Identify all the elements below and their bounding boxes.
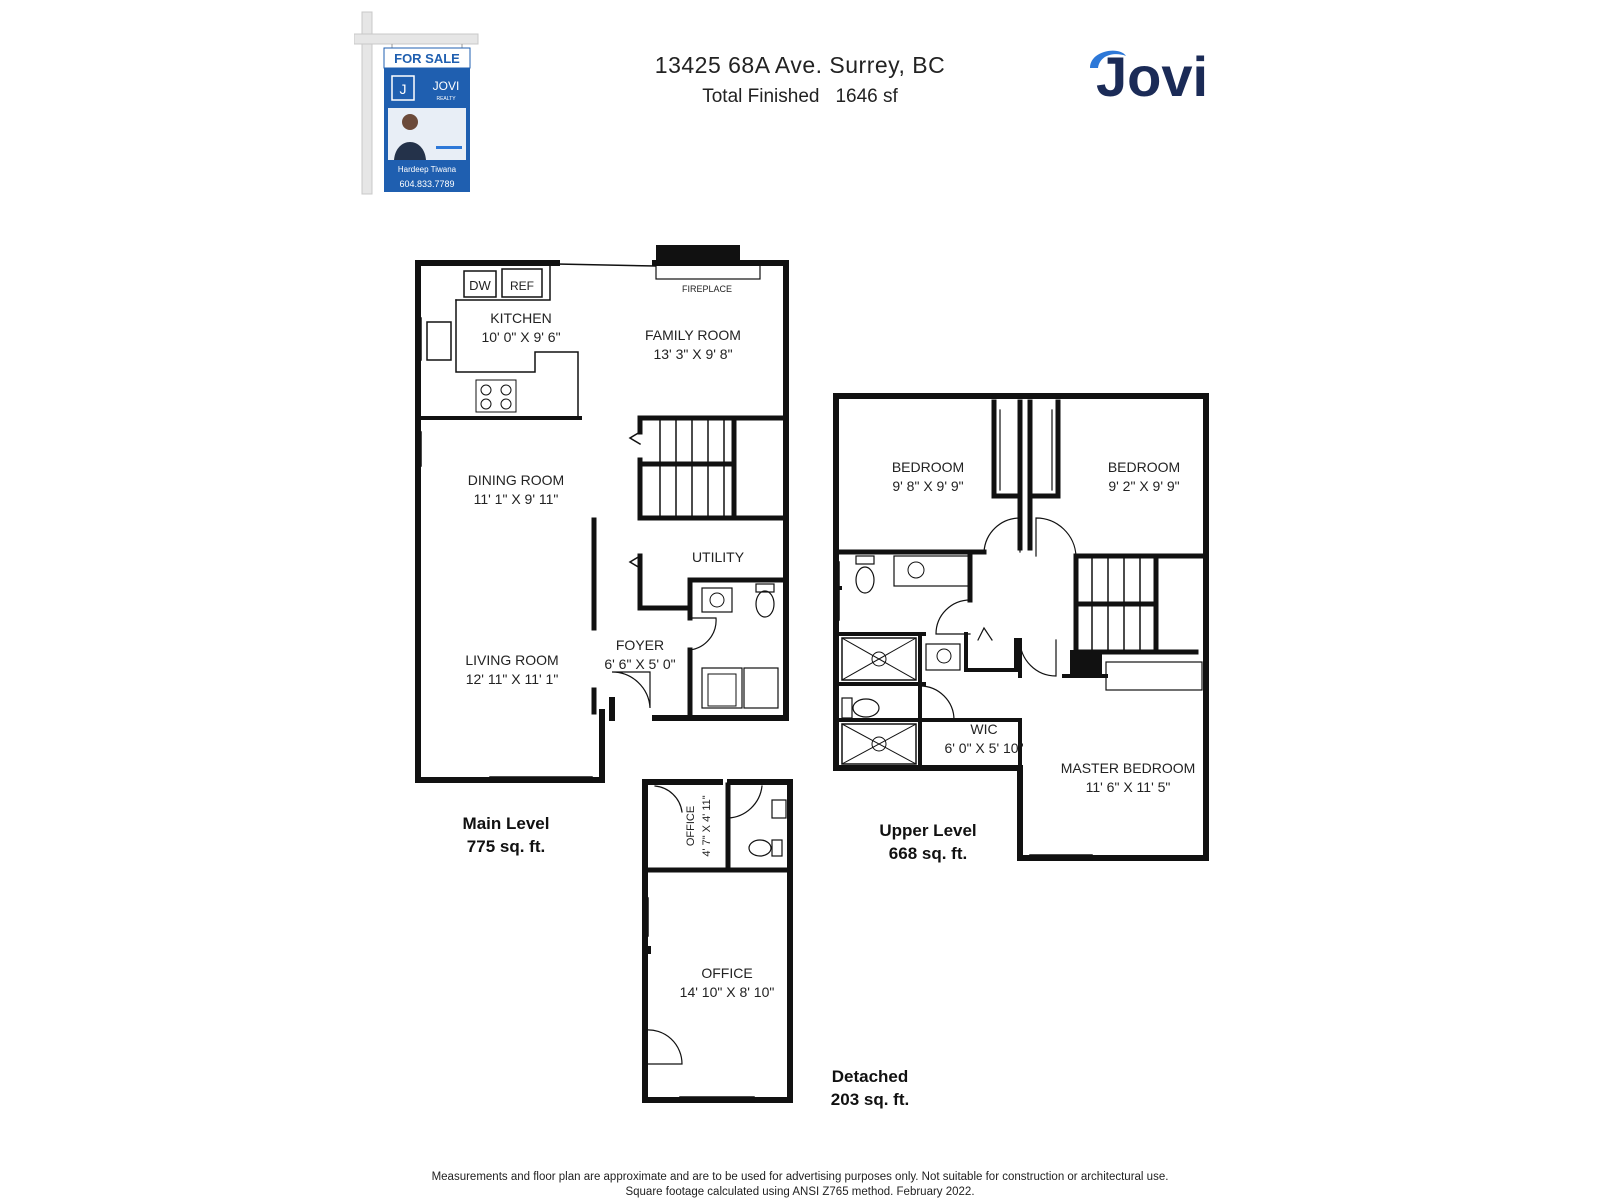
ref-label: REF [510, 279, 534, 293]
kitchen-sink-icon [426, 321, 452, 361]
total-finished: Total Finished 1646 sf [0, 86, 1600, 108]
bedroom-2-label: BEDROOM [1108, 459, 1180, 475]
foyer-dims: 6' 6" X 5' 0" [604, 656, 675, 672]
main-level-area: 775 sq. ft. [466, 837, 546, 856]
sign-logo-box [391, 75, 415, 101]
shower-icon [841, 637, 917, 681]
dining-room-dims: 11' 1" X 9' 11" [474, 491, 559, 507]
dishwasher-icon [463, 270, 497, 298]
fireplace-icon [656, 245, 740, 265]
detached-toilet-icon [748, 839, 772, 857]
bath-vanity-icon [893, 555, 971, 587]
sign-for-sale-text: FOR SALE [394, 51, 460, 66]
disclaimer-line-1: Measurements and floor plan are approxim… [431, 1171, 1169, 1183]
detached-name: Detached [831, 1067, 909, 1086]
sign-brand: JOVI [433, 79, 460, 93]
jovi-logo: Jovi [1086, 38, 1256, 113]
bedroom-2-dims: 9' 2" X 9' 9" [1108, 478, 1179, 494]
sign-logo-letter: J [400, 81, 407, 97]
detached-sink-icon [771, 799, 787, 819]
property-address: 13425 68A Ave. Surrey, BC [654, 52, 946, 78]
family-room-dims: 13' 3" X 9' 8" [653, 346, 732, 362]
kitchen-dims: 10' 0" X 9' 6" [481, 329, 560, 345]
living-room-dims: 12' 11" X 11' 1" [466, 671, 559, 687]
office-dims: 14' 10" X 8' 10" [680, 984, 775, 1000]
dining-room-label: DINING ROOM [468, 472, 564, 488]
fireplace-label: FIREPLACE [682, 284, 732, 294]
upper-level-name: Upper Level [879, 821, 977, 840]
refrigerator-icon [501, 268, 543, 298]
for-sale-sign: FOR SALE J JOVI REALTY Hardeep Tiwana 60… [353, 8, 484, 203]
main-level-label: Main Level 775 sq. ft. [440, 812, 572, 858]
bath-toilet-icon [855, 566, 875, 594]
kitchen-label: KITCHEN [490, 310, 551, 326]
office-small-label: OFFICE [685, 806, 697, 846]
foyer-label: FOYER [616, 637, 664, 653]
powder-sink-icon [701, 587, 733, 613]
detached-area: 203 sq. ft. [830, 1090, 910, 1109]
living-room-label: LIVING ROOM [465, 652, 558, 668]
jovi-logo-text: Jovi [1096, 45, 1208, 108]
upper-level-plan [833, 393, 1209, 861]
powder-toilet-icon [755, 590, 775, 618]
office-small-dims: 4' 7" X 4' 11" [701, 795, 713, 856]
master-bedroom-label: MASTER BEDROOM [1061, 760, 1196, 776]
bedroom-1-label: BEDROOM [892, 459, 964, 475]
wic-dims: 6' 0" X 5' 10" [944, 740, 1023, 756]
upper-level-label: Upper Level 668 sq. ft. [858, 819, 998, 865]
disclaimer: Measurements and floor plan are approxim… [0, 1170, 1600, 1200]
main-level-plan [415, 245, 789, 783]
main-level-name: Main Level [462, 814, 550, 833]
sign-agent-name: Hardeep Tiwana [398, 165, 457, 174]
total-finished-value: 1646 sf [835, 86, 898, 107]
detached-label: Detached 203 sq. ft. [810, 1065, 930, 1111]
sign-brand-sub: REALTY [436, 96, 456, 102]
stove-icon [475, 379, 517, 413]
office-label: OFFICE [701, 965, 752, 981]
agent-head-icon [402, 114, 418, 130]
disclaimer-line-2: Square footage calculated using ANSI Z76… [625, 1186, 975, 1198]
detached-plan [642, 779, 793, 1103]
ensuite-toilet-icon [852, 698, 880, 718]
ensuite-shower-icon [841, 723, 917, 765]
utility-label: UTILITY [692, 549, 745, 565]
sign-phone: 604.833.7789 [399, 179, 454, 189]
master-bedroom-dims: 11' 6" X 11' 5" [1086, 779, 1171, 795]
bedroom-1-dims: 9' 8" X 9' 9" [892, 478, 963, 494]
agent-body-icon [394, 142, 426, 160]
family-room-label: FAMILY ROOM [645, 327, 741, 343]
total-finished-label: Total Finished [702, 86, 820, 107]
dw-label: DW [469, 278, 491, 293]
wic-label: WIC [970, 721, 997, 737]
jovi-logo-swoosh-icon [1090, 50, 1126, 68]
upper-level-area: 668 sq. ft. [888, 844, 968, 863]
